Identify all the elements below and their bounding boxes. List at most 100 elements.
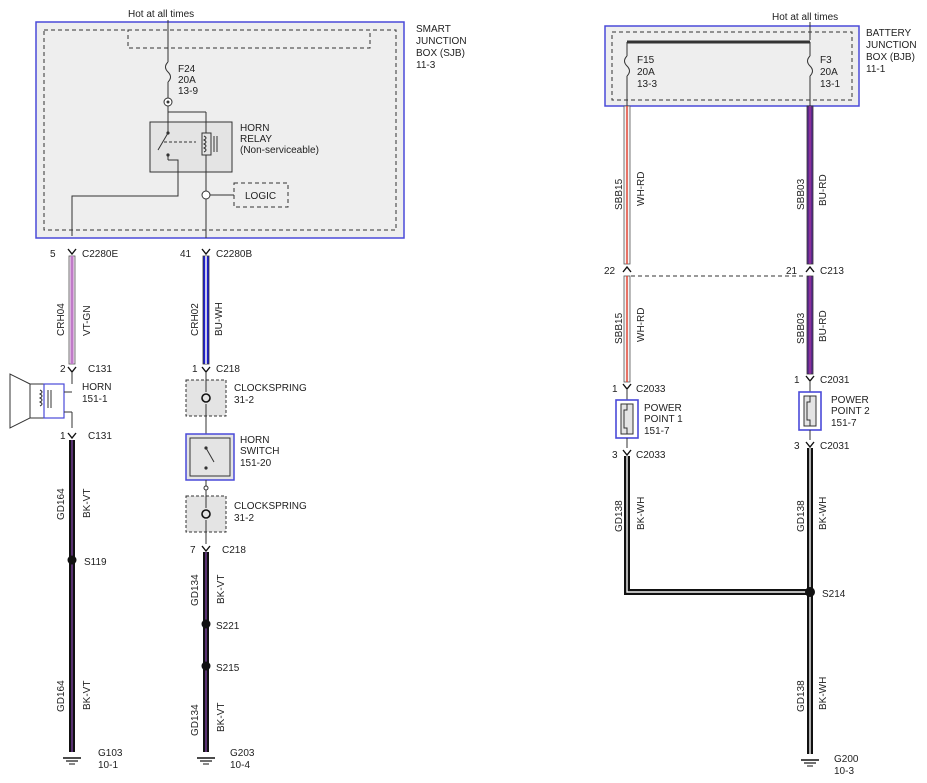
clockspring-2-ref: 31-2	[234, 513, 254, 524]
wire-sbb15-a-color: WH-RD	[636, 172, 647, 206]
bjb-inner-dash	[611, 31, 853, 101]
horn-relay-note: (Non-serviceable)	[240, 145, 319, 156]
c2033-bot-name: C2033	[636, 450, 666, 461]
fuse-f24-name: F24	[178, 64, 196, 75]
c2033-bot-pin: 3	[612, 450, 618, 461]
horn-switch-inner	[189, 437, 231, 477]
wire-sbb03-b-circuit: SBB03	[796, 312, 807, 344]
fuse-f3-name: F3	[820, 55, 832, 66]
fuse-f15-icon	[624, 55, 630, 77]
wire-gd134-b-circuit: GD134	[190, 704, 201, 736]
horn-switch-arm	[205, 447, 215, 463]
horn-switch-dot-2	[204, 466, 208, 470]
connector-c2280e: 5 C2280E	[50, 248, 118, 260]
wire-sbb15-a-circuit: SBB15	[614, 178, 625, 210]
wire-sbb15-upper: SBB15 WH-RD	[614, 105, 647, 265]
sjb-border	[35, 21, 405, 239]
logic-box	[233, 182, 289, 208]
c2031-bot-name: C2031	[820, 441, 850, 452]
wire-crh04-circuit: CRH04	[56, 303, 67, 336]
horn-body	[29, 383, 65, 419]
splice-s214-dot	[805, 587, 815, 597]
pp1-contact	[623, 404, 628, 434]
pp1-title-2: POINT 1	[644, 414, 683, 425]
wire-crh02-color: BU-WH	[214, 302, 225, 336]
logic-label: LOGIC	[245, 191, 276, 202]
g103-name: G103	[98, 748, 123, 759]
wire-gd134-a-color: BK-VT	[216, 575, 227, 604]
c2280b-name: C2280B	[216, 249, 252, 260]
wire-sbb03-a-color: BU-RD	[818, 174, 829, 206]
c2033-top-name: C2033	[636, 384, 666, 395]
connector-c218-bottom: 7 C218	[190, 545, 246, 556]
wire-gd138-l-color: BK-WH	[636, 497, 647, 530]
power-point-1: POWER POINT 1 151-7	[615, 390, 683, 448]
horn-switch-title-1: HORN	[240, 435, 269, 446]
wire-gd138-l-circuit: GD138	[614, 500, 625, 532]
c218-bot-name: C218	[222, 545, 246, 556]
wire-gd134-a-circuit: GD134	[190, 574, 201, 606]
wire-gd138-c-circuit: GD138	[796, 680, 807, 712]
wire-sbb15-b-circuit: SBB15	[614, 312, 625, 344]
pp2-title-2: POINT 2	[831, 406, 870, 417]
splice-s119-dot	[67, 555, 77, 565]
g200-name: G200	[834, 754, 859, 765]
bjb-ref: 11-1	[866, 64, 886, 75]
clockspring-1-title: CLOCKSPRING	[234, 383, 307, 394]
ground-g203: G203 10-4	[196, 748, 255, 771]
c2031-bot-pin: 3	[794, 441, 800, 452]
wire-crh02: CRH02 BU-WH	[190, 255, 225, 365]
c131-top-pin: 2	[60, 364, 66, 375]
wire-gd164-b-circuit: GD164	[56, 680, 67, 712]
connector-c2280b: 41 C2280B	[180, 248, 252, 260]
fuse-f15-rating: 20A	[637, 67, 655, 78]
wire-gd164-a-color: BK-VT	[82, 489, 93, 518]
fuse-f15-ref: 13-3	[637, 79, 657, 90]
horn-component: HORN 151-1	[9, 373, 111, 429]
g203-ref: 10-4	[230, 760, 250, 771]
splice-s221-label: S221	[216, 621, 240, 632]
wire-gd138-r-circuit: GD138	[796, 500, 807, 532]
sjb-title-2: JUNCTION	[416, 36, 467, 47]
wire-gd138-r-color: BK-WH	[818, 497, 829, 530]
connector-c2031-top: 1 C2031	[794, 375, 850, 386]
wire-gd138-l-stripe	[626, 456, 810, 593]
wire-sbb15-lower: SBB15 WH-RD	[614, 275, 647, 383]
fuse-f3-icon	[807, 55, 813, 77]
ground-g200: G200 10-3	[800, 754, 859, 777]
horn-title: HORN	[82, 382, 111, 393]
pp1-ref: 151-7	[644, 426, 670, 437]
fuse-f15-name: F15	[637, 55, 655, 66]
c2280b-pin: 41	[180, 249, 192, 260]
g203-name: G203	[230, 748, 255, 759]
wire-sbb03-lower: SBB03 BU-RD	[796, 275, 829, 375]
c131-bot-pin: 1	[60, 431, 66, 442]
sjb-ref: 11-3	[416, 60, 436, 71]
connector-c2033-bottom: 3 C2033	[612, 449, 666, 461]
horn-blue-frame	[43, 383, 65, 419]
connector-c131-bottom: 1 C131	[60, 431, 112, 442]
horn-relay-title-2: RELAY	[240, 134, 272, 145]
pp2-contact	[806, 396, 811, 426]
wire-gd138-right: GD138 BK-WH S214 GD138 BK-WH	[796, 448, 846, 754]
wire-gd164: GD164 BK-VT S119 GD164 BK-VT	[56, 440, 107, 752]
c218-bot-pin: 7	[190, 545, 196, 556]
horn-ref: 151-1	[82, 394, 108, 405]
clockspring-2-icon	[201, 509, 211, 519]
bjb-power-label: Hot at all times	[772, 12, 838, 23]
relay-output-wire	[71, 159, 179, 236]
bjb-title-1: BATTERY	[866, 28, 912, 39]
left-diagram: Hot at all times SMART JUNCTION BOX (SJB…	[9, 9, 467, 771]
sjb-bus-bar	[127, 29, 371, 49]
c213-left-pin: 22	[604, 266, 616, 277]
connector-c2031-bottom: 3 C2031	[794, 441, 850, 452]
wire-gd138-left: GD138 BK-WH	[614, 456, 810, 595]
wire-gd138-c-color: BK-WH	[818, 677, 829, 710]
horn-relay-title-1: HORN	[240, 123, 269, 134]
battery-junction-box: Hot at all times BATTERY JUNCTION BOX (B…	[604, 12, 917, 107]
fuse-f3-rating: 20A	[820, 67, 838, 78]
wire-sbb03-upper: SBB03 BU-RD	[796, 105, 829, 265]
g103-ref: 10-1	[98, 760, 118, 771]
fuse-f24-icon	[165, 61, 171, 83]
c2031-top-name: C2031	[820, 375, 850, 386]
